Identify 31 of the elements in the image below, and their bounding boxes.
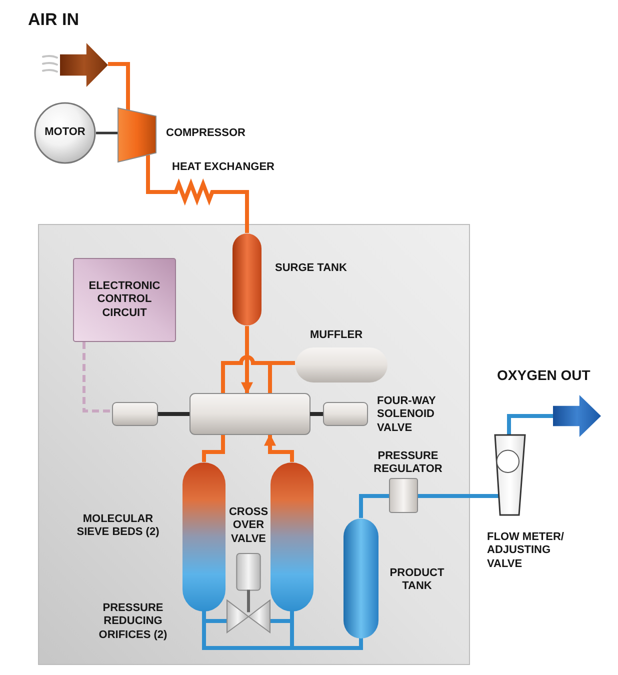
component-label: AIR IN — [28, 10, 79, 31]
component-label: MUFFLER — [310, 329, 363, 342]
arrow — [264, 434, 294, 462]
component-label: SURGE TANK — [275, 262, 347, 276]
pipe — [146, 155, 170, 194]
pipe — [221, 355, 297, 395]
component-label: PRESSURE REGULATOR — [372, 450, 444, 477]
pipe — [108, 62, 130, 110]
control-box — [73, 258, 176, 342]
enclosure-panel — [38, 224, 470, 665]
component-label: MOLECULAR SIEVE BEDS (2) — [76, 513, 160, 540]
pipe — [418, 494, 499, 498]
component-label: FLOW METER/ ADJUSTING VALVE — [487, 531, 565, 572]
pipe — [507, 414, 553, 435]
component-label: COMPRESSOR — [166, 127, 246, 140]
node-text: MOTOR — [44, 126, 86, 140]
sieve-bed-tank — [270, 462, 314, 612]
pipe — [96, 132, 118, 134]
arrow — [241, 326, 253, 394]
component-label: PRODUCT TANK — [388, 567, 446, 594]
component-label: HEAT EXCHANGER — [172, 161, 274, 174]
component-label: CROSS OVER VALVE — [228, 506, 270, 546]
motor-circle — [34, 102, 96, 164]
pipe — [202, 435, 225, 462]
pipe — [359, 494, 389, 518]
pipe — [218, 190, 249, 233]
component-label: FOUR-WAY SOLENOID VALVE — [377, 395, 437, 436]
component-label: PRESSURE REDUCING ORIFICES (2) — [98, 602, 168, 642]
component-label: OXYGEN OUT — [497, 367, 590, 384]
node-text: ELECTRONIC CONTROL CIRCUIT — [88, 280, 162, 320]
dashed-line — [82, 342, 112, 412]
